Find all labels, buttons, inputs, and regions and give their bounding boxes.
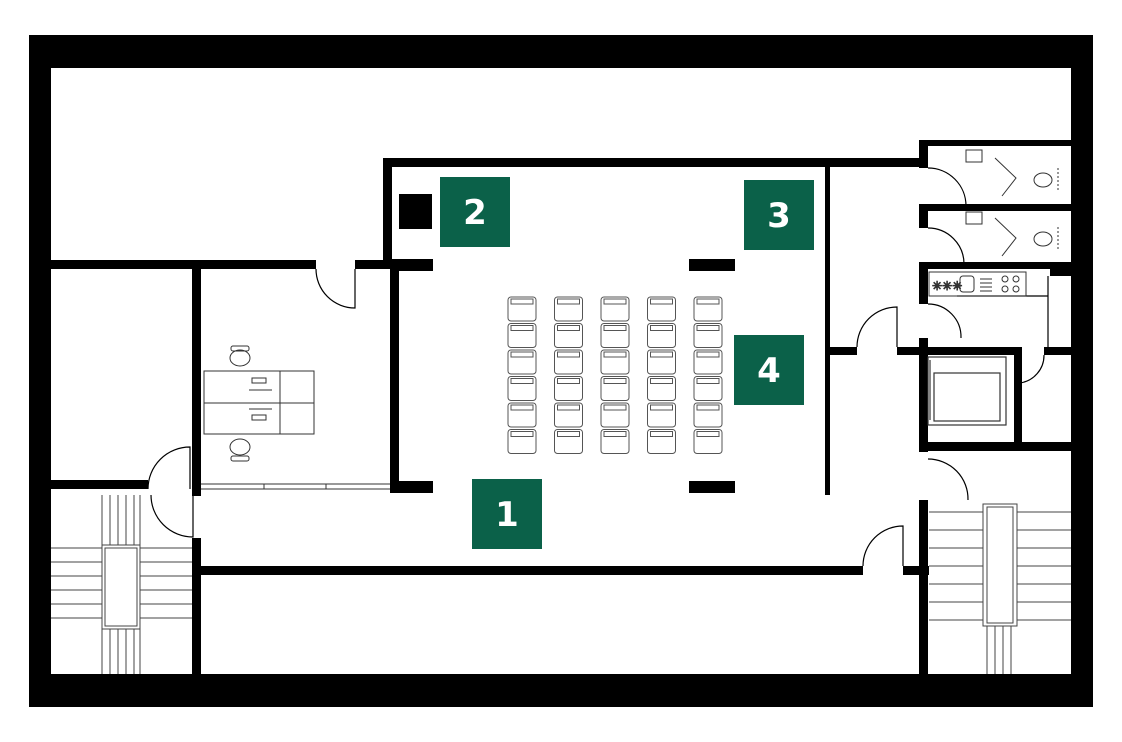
seat	[554, 323, 583, 348]
toilet-icon	[965, 149, 1059, 257]
seat	[600, 402, 630, 428]
seating-grid	[507, 296, 723, 454]
seat	[647, 296, 676, 322]
interior-walls	[51, 140, 1071, 674]
seat	[554, 429, 583, 454]
seat	[554, 402, 583, 428]
seat	[693, 429, 723, 454]
marker-1[interactable]: 1	[472, 479, 542, 549]
marker-2-label: 2	[463, 193, 487, 233]
seat	[647, 349, 676, 375]
seat	[647, 402, 676, 428]
seat	[647, 429, 676, 454]
seat	[693, 402, 723, 428]
seat	[693, 296, 723, 322]
seat	[507, 349, 537, 375]
seat	[693, 376, 723, 401]
marker-2[interactable]: 2	[440, 177, 510, 247]
door-swing-icon	[147, 167, 1049, 567]
seat	[647, 323, 676, 348]
seat	[600, 376, 630, 401]
sink-icon	[959, 275, 975, 293]
outer-wall	[29, 35, 1093, 707]
kitchen-counter: ✳✳✳	[928, 271, 1027, 297]
seat	[600, 429, 630, 454]
seat	[600, 323, 630, 348]
chair-icon	[229, 345, 251, 462]
seat	[554, 349, 583, 375]
seat	[507, 376, 537, 401]
seat	[600, 349, 630, 375]
stove-icon: ✳✳✳	[932, 279, 962, 293]
seat	[507, 402, 537, 428]
marker-1-label: 1	[495, 495, 519, 535]
seat	[693, 323, 723, 348]
marker-4[interactable]: 4	[734, 335, 804, 405]
seat	[554, 376, 583, 401]
seat	[507, 296, 537, 322]
desk-icon	[203, 370, 315, 435]
marker-4-label: 4	[757, 351, 781, 391]
marker-3[interactable]: 3	[744, 180, 814, 250]
stair-icon	[929, 503, 1071, 674]
glass-partition	[201, 483, 390, 490]
stair-icon	[51, 495, 192, 674]
seat	[647, 376, 676, 401]
seat	[693, 349, 723, 375]
seat	[554, 296, 583, 322]
seat	[507, 323, 537, 348]
elevator-icon	[927, 356, 1007, 426]
monitor-icon	[249, 377, 272, 421]
seat	[507, 429, 537, 454]
seat	[600, 296, 630, 322]
marker-3-label: 3	[767, 196, 791, 236]
